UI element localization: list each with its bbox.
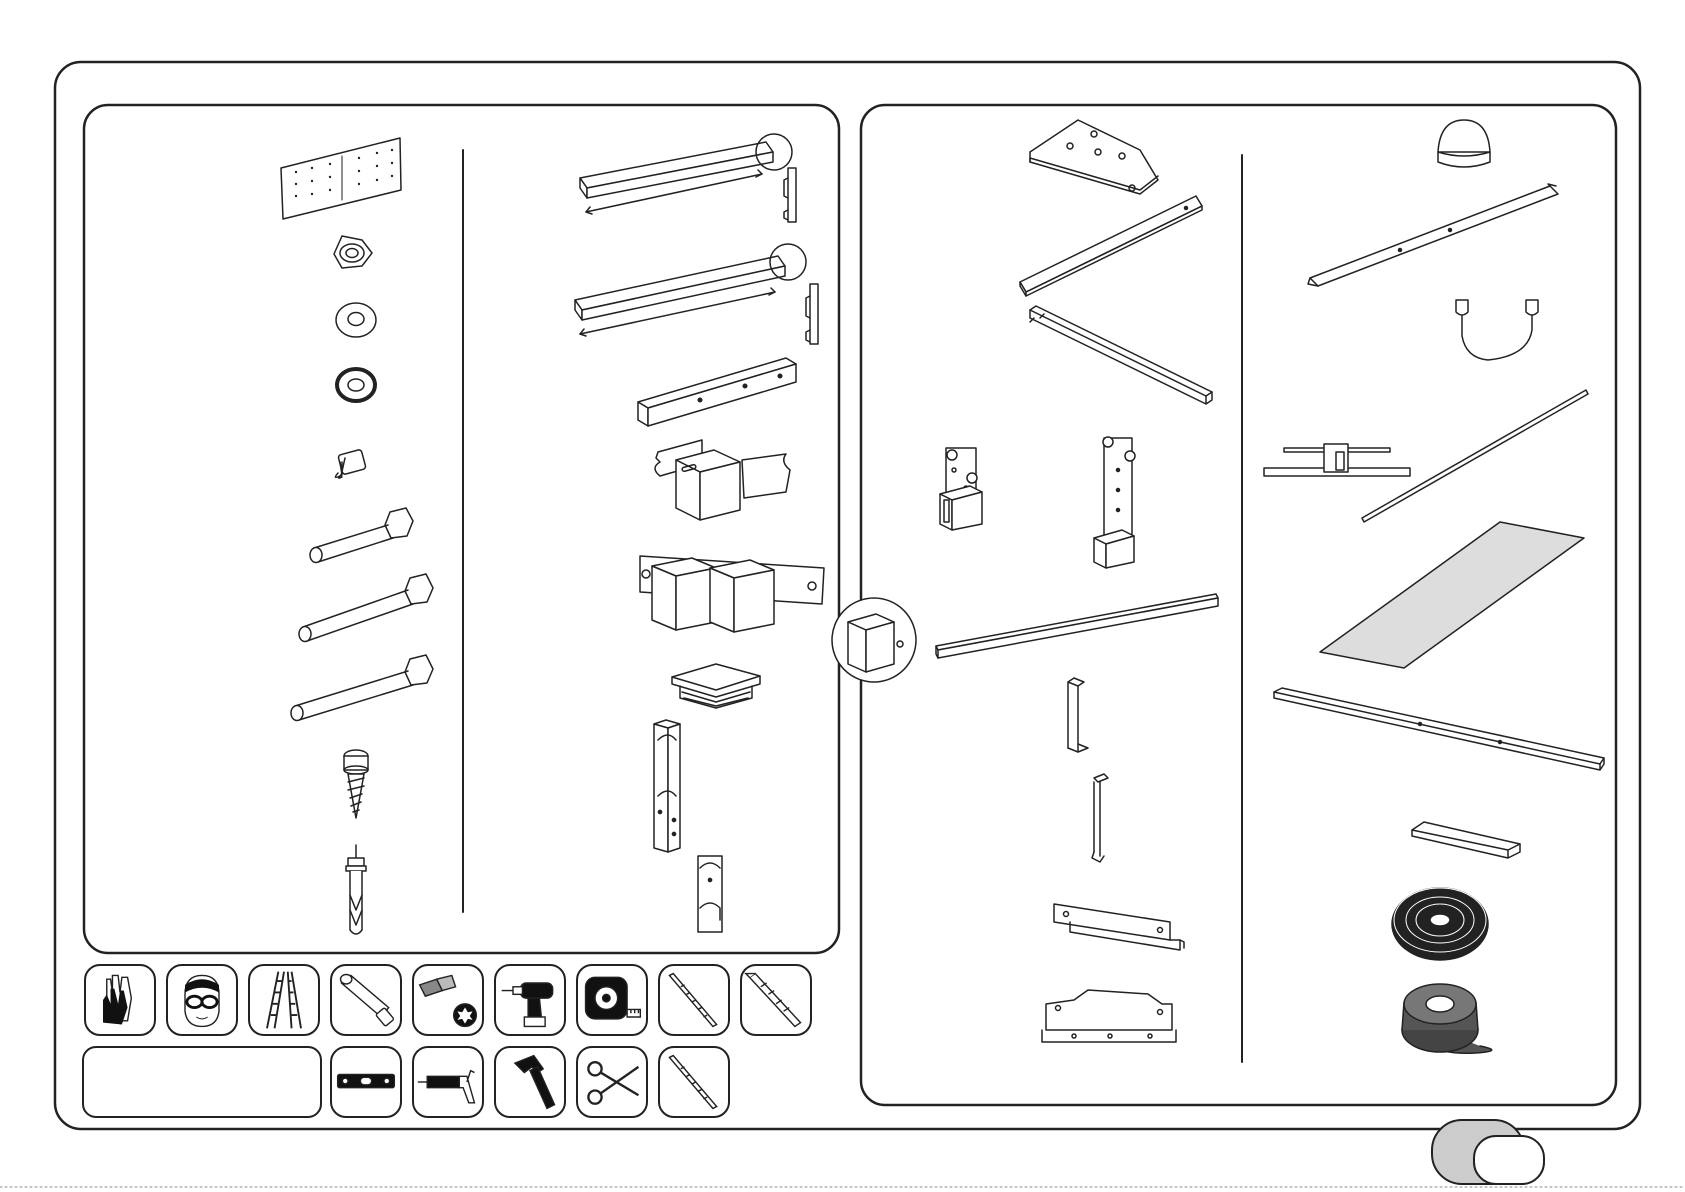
u-channel-bracket <box>1042 990 1176 1042</box>
right-parts-panel <box>861 105 1616 1105</box>
long-rail <box>580 134 796 222</box>
safety-glasses-icon <box>166 964 238 1036</box>
long-bolt <box>299 574 433 642</box>
scissors-icon <box>576 1046 648 1118</box>
drill-bit-icon <box>658 964 730 1036</box>
small-post-base <box>940 448 982 530</box>
flat-bar-bracket <box>1054 904 1184 950</box>
spirit-level-icon <box>330 1046 402 1118</box>
ladder-icon <box>248 964 320 1036</box>
caulking-gun-icon <box>412 1046 484 1118</box>
polycarbonate-sheet <box>1320 522 1584 668</box>
dome-cap <box>1438 120 1490 167</box>
perforated-plate <box>281 138 401 219</box>
notes-box <box>82 1046 322 1118</box>
wood-screw <box>344 750 368 818</box>
short-angle-profile <box>1412 822 1520 858</box>
double-bracket <box>640 556 824 632</box>
flat-washer <box>336 303 376 337</box>
diagonal-strut-2 <box>1030 306 1212 404</box>
tall-post-base <box>1094 437 1135 568</box>
hammer-icon <box>494 1046 566 1118</box>
z-hanger <box>1068 678 1088 752</box>
foam-tape-roll <box>1392 888 1488 960</box>
u-clip <box>1456 300 1538 360</box>
medium-bolt <box>310 508 413 563</box>
gloves-icon <box>84 964 156 1036</box>
butyl-tape-roll <box>1402 984 1492 1053</box>
torx-bit-icon <box>412 964 484 1036</box>
angle-profile <box>1274 688 1604 770</box>
h-profile <box>1264 444 1410 476</box>
extra-long-bolt <box>291 655 433 721</box>
flashing-strip <box>1308 184 1558 286</box>
tape-measure-icon <box>576 964 648 1036</box>
sealing-washer <box>337 369 375 401</box>
square-end-cap <box>672 664 760 708</box>
short-post-connector <box>698 856 722 932</box>
socket-wrench-icon <box>330 964 402 1036</box>
lock-nut <box>334 236 372 268</box>
z-hanger-2 <box>1092 774 1108 862</box>
drill-bit-2-icon <box>658 1046 730 1118</box>
masonry-bit-icon <box>740 964 812 1036</box>
diagonal-strut <box>1020 196 1202 296</box>
left-parts-panel <box>84 105 839 953</box>
tall-post-connector <box>654 720 680 852</box>
anchor-bolt <box>346 845 366 934</box>
single-bracket <box>655 440 790 520</box>
square-tube-beam <box>832 594 1218 682</box>
cordless-drill-icon <box>494 964 566 1036</box>
short-bolt <box>335 449 366 478</box>
short-channel <box>638 358 796 426</box>
thin-rod <box>1362 390 1588 522</box>
corner-plate <box>1030 120 1158 194</box>
long-rail-2 <box>575 244 818 344</box>
